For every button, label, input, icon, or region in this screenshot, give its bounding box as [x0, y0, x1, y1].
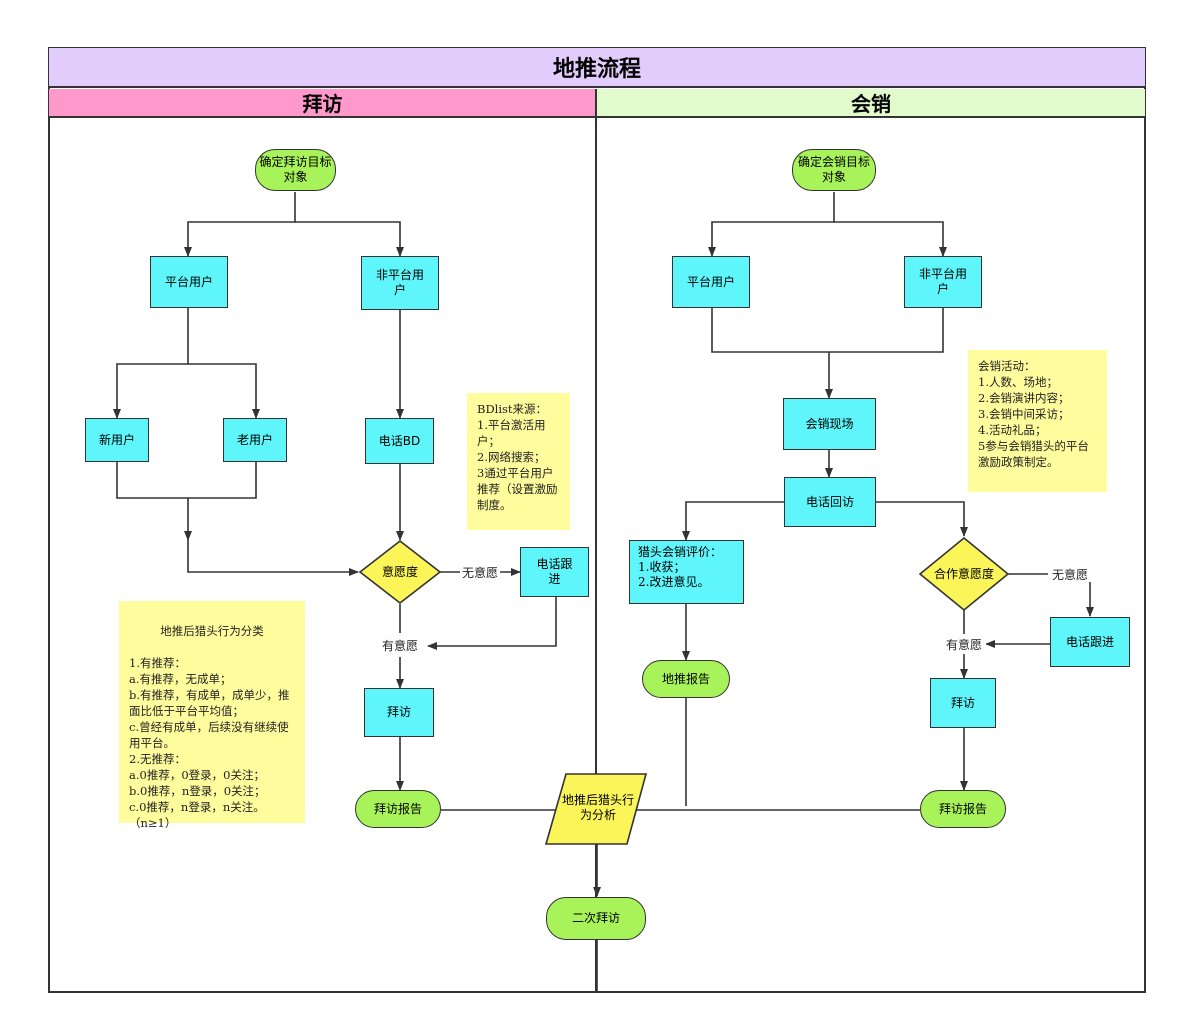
connector-rplatform-merge	[711, 308, 944, 353]
left-start-node: 确定拜访目标对象	[255, 149, 336, 191]
left-willingness-decision: 意愿度	[381, 564, 418, 579]
connector-new-old-merge	[116, 462, 257, 499]
left-non-platform-user: 非平台用户	[361, 256, 439, 310]
left-new-user: 新用户	[85, 418, 149, 462]
right-start-node: 确定会销目标对象	[792, 149, 876, 191]
seminar-activity-note: 会销活动： 1.人数、场地； 2.会销演讲内容； 3.会销中间采访； 4.活动礼…	[968, 350, 1107, 492]
bdlist-source-note: BDlist来源： 1.平台激活用户； 2.网络搜索； 3通过平台用户推荐（设置…	[467, 393, 570, 530]
decision-willingness-shape	[358, 539, 442, 605]
second-visit-node: 二次拜访	[546, 897, 646, 940]
connector-merge-willing	[187, 540, 359, 576]
connector-platform-new	[113, 308, 189, 419]
right-non-platform-user: 非平台用户	[904, 256, 982, 308]
lane-header-visit: 拜访	[49, 89, 596, 118]
diagram-title: 地推流程	[49, 48, 1145, 88]
connector-phone-coop	[876, 501, 968, 537]
left-platform-user: 平台用户	[150, 256, 228, 308]
connector-rstart-branch	[708, 192, 835, 257]
right-no-willing-label: 无意愿	[1048, 566, 1092, 582]
behavior-classification-note: 地推后猎头行为分类 1.有推荐： a.有推荐，无成单； b.有推荐，有成单，成单…	[119, 601, 305, 830]
right-platform-user: 平台用户	[672, 256, 750, 308]
lane-header-seminar: 会销	[597, 89, 1145, 118]
classification-note-title: 地推后猎头行为分类	[160, 624, 264, 638]
left-no-willing-label: 无意愿	[460, 564, 500, 580]
left-old-user: 老用户	[223, 418, 287, 462]
right-willing-label: 有意愿	[942, 636, 986, 652]
right-visit: 拜访	[930, 678, 996, 728]
left-phone-bd: 电话BD	[365, 418, 434, 464]
left-visit: 拜访	[364, 688, 434, 737]
left-visit-report: 拜访报告	[355, 790, 441, 828]
decision-coop-shape	[918, 536, 1010, 612]
right-onsite: 会销现场	[783, 398, 876, 450]
analysis-node: 地推后猎头行为分析	[561, 793, 634, 822]
left-willing-label: 有意愿	[378, 637, 422, 653]
connector-start-nonplatform	[295, 221, 404, 257]
right-phone-follow: 电话跟进	[1050, 617, 1130, 667]
connector-follow-back	[427, 597, 557, 650]
right-ground-report: 地推报告	[642, 660, 730, 698]
right-coop-decision: 合作意愿度	[933, 566, 994, 581]
left-phone-follow: 电话跟进	[520, 547, 589, 597]
lane-divider	[595, 89, 597, 992]
analysis-shape	[544, 773, 648, 845]
connector-phone-eval	[682, 501, 784, 541]
classification-note-body: 1.有推荐： a.有推荐，无成单； b.有推荐，有成单，成单少，推面比低于平台平…	[129, 656, 290, 830]
connector-platform-old	[188, 363, 260, 419]
connector-rstart-nonplatform	[834, 221, 947, 257]
connector-start-branch	[184, 192, 296, 257]
right-visit-report: 拜访报告	[920, 790, 1006, 828]
right-phone-callback: 电话回访	[784, 477, 876, 527]
right-eval-box: 猎头会销评价： 1.收获； 2.改进意见。	[629, 540, 744, 604]
